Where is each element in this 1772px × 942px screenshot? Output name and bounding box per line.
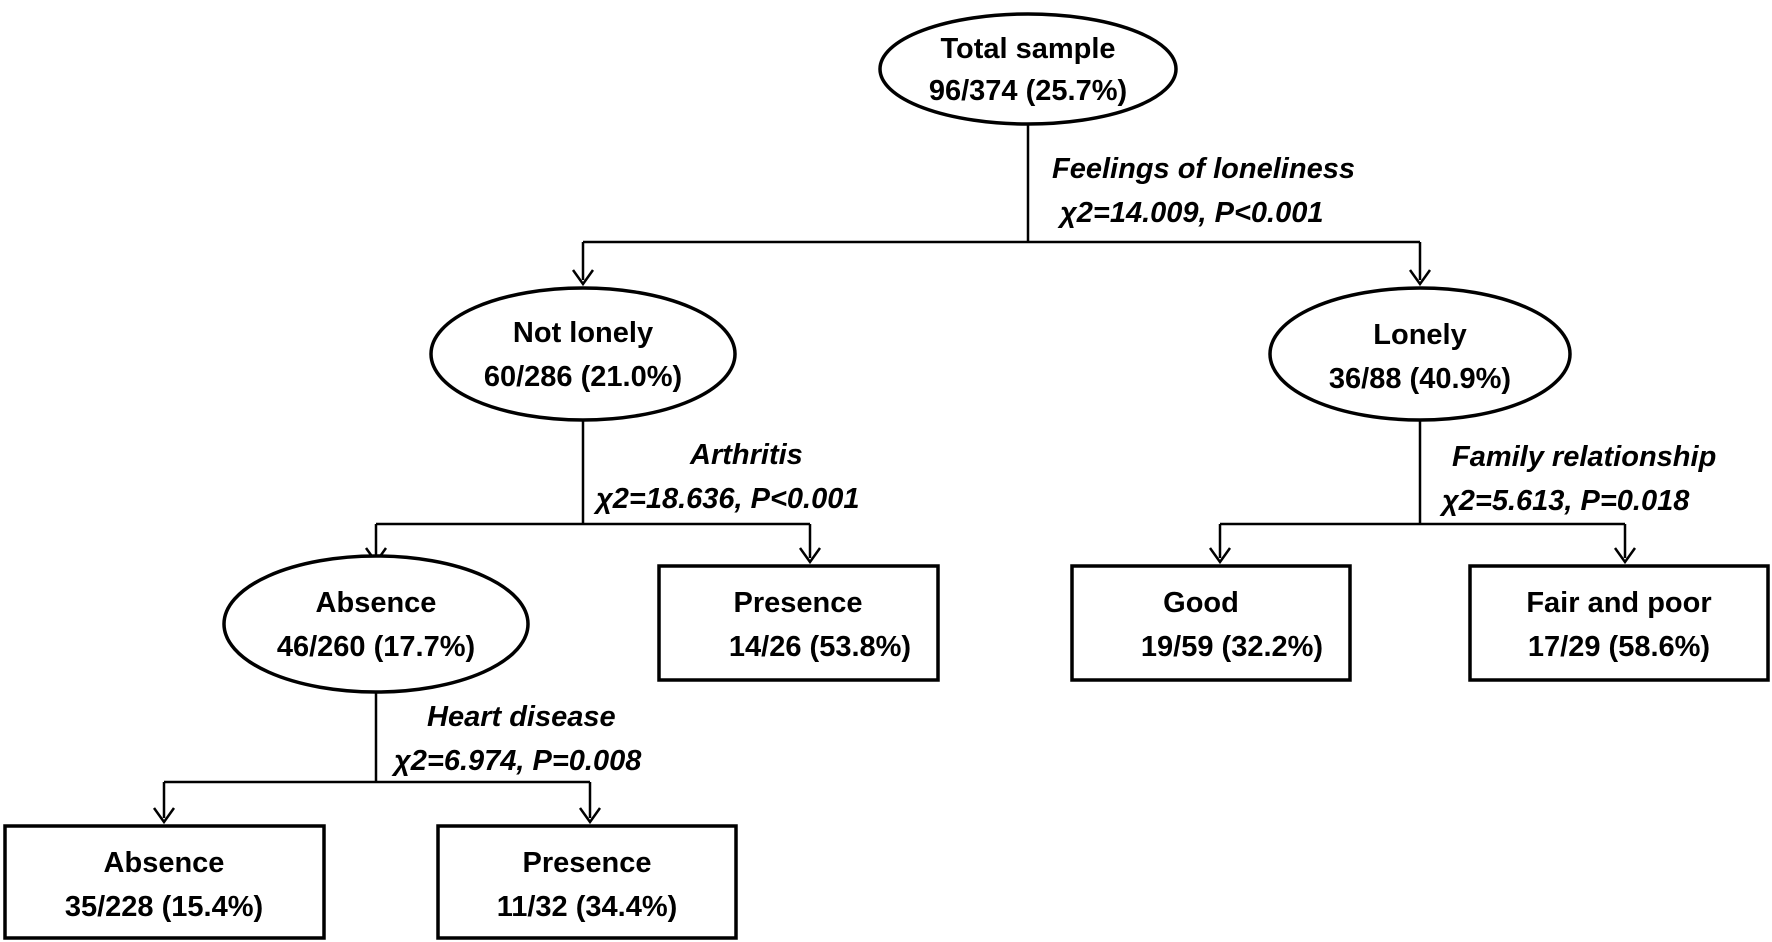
arrow-down-icon	[152, 807, 176, 825]
split-variable: Family relationship	[1452, 441, 1716, 473]
node-heart-presence: Presence 11/32 (34.4%)	[436, 824, 738, 940]
edge-not-lonely-split	[374, 420, 812, 558]
arrow-down-icon	[578, 807, 602, 825]
node-label: Absence	[316, 587, 437, 619]
tree-connectors	[152, 118, 1637, 825]
node-label: Presence	[523, 847, 652, 879]
node-stats: 35/228 (15.4%)	[65, 891, 263, 923]
node-stats: 36/88 (40.9%)	[1329, 363, 1511, 395]
arrow-down-icon	[1408, 269, 1432, 287]
node-label: Good	[1163, 587, 1239, 619]
split-heart-disease: Heart disease χ2=6.974, P=0.008	[391, 701, 642, 777]
split-feelings-of-loneliness: Feelings of loneliness χ2=14.009, P<0.00…	[1052, 153, 1355, 229]
edge-root-split	[581, 118, 1422, 280]
node-stats: 11/32 (34.4%)	[497, 891, 678, 923]
arrow-down-icon	[1613, 547, 1637, 565]
node-stats: 46/260 (17.7%)	[277, 631, 475, 663]
node-stats: 14/26 (53.8%)	[729, 631, 911, 663]
node-stats: 60/286 (21.0%)	[484, 361, 682, 393]
node-family-good: Good 19/59 (32.2%)	[1070, 564, 1352, 682]
split-arthritis: Arthritis χ2=18.636, P<0.001	[593, 439, 859, 515]
node-stats: 19/59 (32.2%)	[1141, 631, 1323, 663]
node-heart-absence: Absence 35/228 (15.4%)	[3, 824, 326, 940]
node-family-fair-and-poor: Fair and poor 17/29 (58.6%)	[1468, 564, 1770, 682]
node-label: Not lonely	[513, 317, 653, 349]
node-label: Total sample	[940, 33, 1115, 65]
node-label: Presence	[734, 587, 863, 619]
arrow-down-icon	[798, 547, 822, 565]
edge-lonely-split	[1218, 420, 1627, 558]
node-arthritis-absence: Absence 46/260 (17.7%)	[222, 554, 530, 694]
node-lonely: Lonely 36/88 (40.9%)	[1268, 286, 1572, 422]
node-not-lonely: Not lonely 60/286 (21.0%)	[429, 286, 737, 422]
split-variable: Arthritis	[689, 439, 803, 471]
node-label: Fair and poor	[1526, 587, 1711, 619]
split-test: χ2=5.613, P=0.018	[1439, 485, 1690, 517]
arrow-down-icon	[1208, 547, 1232, 565]
node-stats: 17/29 (58.6%)	[1528, 631, 1710, 663]
arrow-down-icon	[571, 269, 595, 287]
split-variable: Heart disease	[427, 701, 616, 733]
split-family-relationship: Family relationship χ2=5.613, P=0.018	[1439, 441, 1716, 517]
node-total-sample: Total sample 96/374 (25.7%)	[878, 12, 1178, 126]
split-test: χ2=6.974, P=0.008	[391, 745, 642, 777]
node-label: Absence	[104, 847, 225, 879]
split-test: χ2=14.009, P<0.001	[1057, 197, 1323, 229]
node-stats: 96/374 (25.7%)	[929, 75, 1127, 107]
edge-absence-split	[162, 692, 592, 818]
node-arthritis-presence: Presence 14/26 (53.8%)	[657, 564, 940, 682]
split-variable: Feelings of loneliness	[1052, 153, 1355, 185]
node-label: Lonely	[1373, 319, 1466, 351]
split-test: χ2=18.636, P<0.001	[593, 483, 859, 515]
